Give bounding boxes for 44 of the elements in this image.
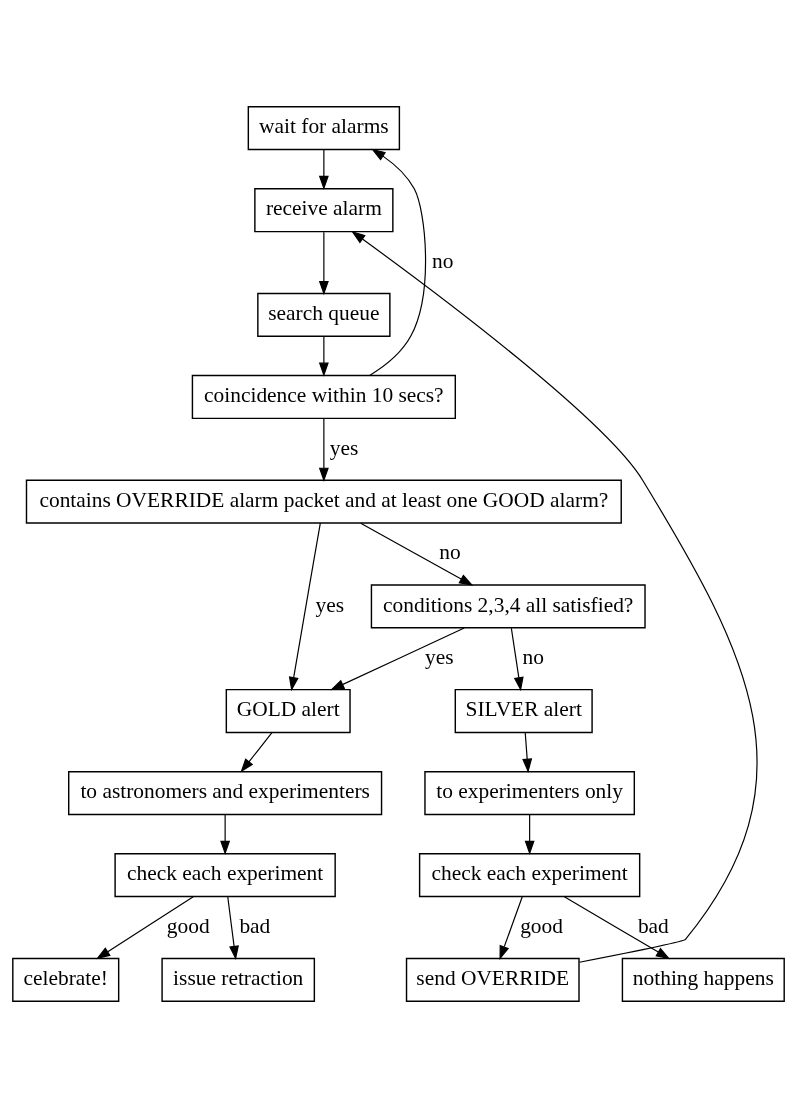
arrow [510, 627, 524, 691]
node-box: conditions 2,3,4 all satisfied? [370, 583, 646, 628]
node-box: coincidence within 10 secs? [191, 374, 456, 419]
edge-label: yes [424, 644, 454, 669]
arrow [96, 895, 194, 959]
node-box: issue retraction [161, 957, 316, 1002]
edge-label: yes [315, 592, 345, 617]
node-box: GOLD alert [225, 688, 351, 733]
edge-label: no [439, 539, 461, 564]
arrow [360, 522, 474, 586]
arrow [220, 813, 231, 855]
node-box: check each experiment [114, 852, 336, 897]
arrow [369, 148, 427, 376]
edge-label: bad [637, 913, 669, 938]
arrow [318, 335, 329, 377]
edge-label: good [166, 913, 210, 938]
arrow [318, 148, 329, 190]
node-box: send OVERRIDE [405, 957, 580, 1002]
edge-label: good [520, 913, 563, 938]
edge-label: yes [329, 435, 359, 460]
arrow [563, 895, 671, 959]
arrow [318, 417, 329, 482]
arrow [524, 813, 535, 855]
node-box: celebrate! [12, 957, 120, 1002]
node-box: check each experiment [418, 852, 641, 897]
edge-label: no [432, 248, 454, 273]
arrow [351, 230, 758, 963]
node-box: SILVER alert [454, 688, 593, 733]
node-box: search queue [257, 292, 391, 337]
arrow [318, 231, 329, 295]
edge-label: bad [239, 913, 271, 938]
arrow [288, 522, 321, 691]
node-box: nothing happens [621, 957, 785, 1002]
node-box: to astronomers and experimenters [68, 770, 383, 815]
node-box: contains OVERRIDE alarm packet and at least one GOOD alarm? [25, 479, 622, 524]
node-box: to experimenters only [424, 770, 636, 815]
arrow [499, 895, 523, 960]
arrow [330, 626, 465, 690]
node-box: receive alarm [254, 187, 394, 232]
edge-label: no [522, 644, 544, 669]
arrow [227, 895, 239, 960]
node-box: wait for alarms [247, 105, 401, 150]
arrow [522, 731, 533, 773]
arrow [240, 731, 273, 773]
